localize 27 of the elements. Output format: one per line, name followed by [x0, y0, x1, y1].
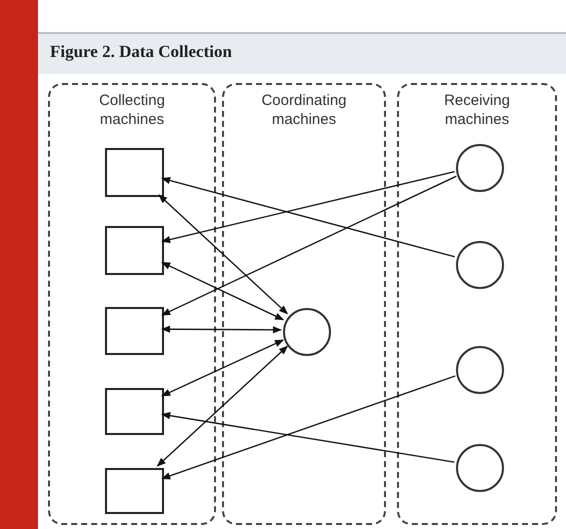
- arrow: [161, 375, 456, 480]
- arrow: [161, 412, 454, 463]
- arrow: [161, 326, 282, 334]
- panel-title: Receiving machines: [443, 91, 511, 129]
- arrow: [161, 176, 457, 316]
- arrow: [161, 262, 284, 320]
- machine-circle: [456, 444, 504, 492]
- machine-circle: [456, 241, 504, 289]
- machine-box: [105, 307, 164, 355]
- group-panel: [222, 83, 386, 525]
- machine-circle: [456, 346, 504, 394]
- arrow: [158, 194, 288, 314]
- machine-box: [105, 388, 164, 435]
- figure-title: Figure 2. Data Collection: [50, 42, 232, 62]
- arrow: [156, 346, 288, 467]
- machine-box: [105, 226, 164, 275]
- panel-title: Collecting machines: [98, 91, 166, 129]
- machine-box: [105, 148, 164, 197]
- panel-title: Coordinating machines: [260, 91, 348, 129]
- machine-circle: [456, 144, 504, 192]
- machine-box: [105, 468, 164, 514]
- machine-circle: [283, 308, 331, 356]
- arrow: [161, 177, 455, 258]
- group-panel: [397, 83, 557, 525]
- arrow: [161, 170, 455, 244]
- arrow: [161, 339, 284, 396]
- group-panel: [48, 83, 216, 525]
